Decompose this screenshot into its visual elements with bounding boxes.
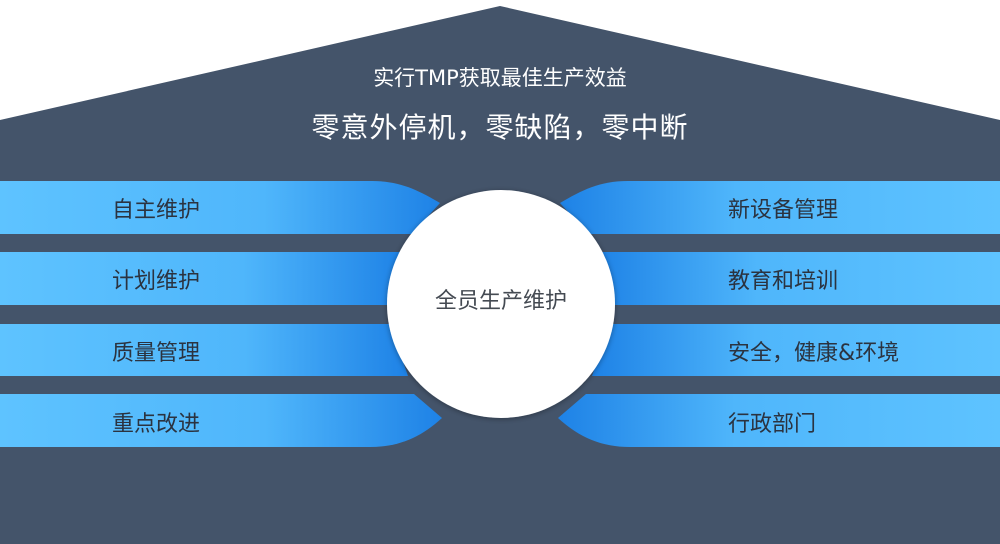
left-band-4 bbox=[0, 394, 442, 447]
diagram-subtitle: 实行TMP获取最佳生产效益 bbox=[373, 66, 627, 90]
diagram-title: 零意外停机，零缺陷，零中断 bbox=[311, 111, 689, 144]
right-pillar-label: 新设备管理 bbox=[728, 198, 839, 223]
right-pillar-label: 教育和培训 bbox=[728, 269, 839, 294]
right-band-4 bbox=[558, 394, 1000, 447]
left-pillar-label: 重点改进 bbox=[112, 412, 201, 437]
right-pillar-label: 行政部门 bbox=[728, 412, 817, 437]
center-label: 全员生产维护 bbox=[434, 289, 567, 314]
right-band-1 bbox=[560, 181, 1000, 234]
right-pillar-label: 安全，健康&环境 bbox=[728, 341, 900, 366]
right-band-2 bbox=[595, 252, 1000, 305]
left-band-3 bbox=[0, 324, 408, 376]
left-pillar-label: 计划维护 bbox=[112, 269, 201, 294]
left-pillar-label: 自主维护 bbox=[112, 198, 201, 223]
left-band-1 bbox=[0, 181, 440, 234]
left-pillar-label: 质量管理 bbox=[112, 341, 201, 366]
right-band-3 bbox=[592, 324, 1000, 376]
left-band-2 bbox=[0, 252, 405, 305]
center-circle bbox=[387, 190, 615, 418]
